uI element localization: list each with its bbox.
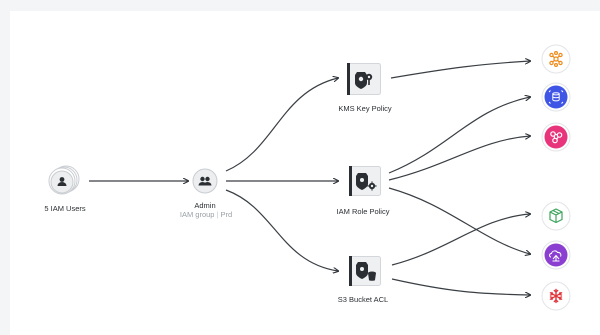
edge-kms-orange <box>390 61 530 79</box>
cloud-lock-icon <box>541 240 571 270</box>
key-policy-icon <box>347 63 381 95</box>
bucket-acl-icon <box>349 256 381 286</box>
hexagon-nodes-icon <box>541 122 571 152</box>
admin-node[interactable] <box>192 168 218 194</box>
iam-role-policy-label: IAM Role Policy <box>336 207 390 216</box>
snowflake-icon <box>541 281 571 311</box>
service-orange[interactable] <box>541 44 571 74</box>
edge-admin-s3 <box>225 189 338 271</box>
iam-users-node[interactable] <box>44 164 80 198</box>
s3-bucket-acl-label: S3 Bucket ACL <box>337 295 389 304</box>
role-policy-icon <box>349 166 381 196</box>
edge-iam-blue <box>388 97 530 174</box>
edge-iam-pink <box>388 136 530 181</box>
users-icon <box>48 165 80 195</box>
service-blue[interactable] <box>541 82 571 112</box>
admin-env-tag: Prd <box>220 210 233 219</box>
db-sync-icon <box>541 82 571 112</box>
service-purple[interactable] <box>541 240 571 270</box>
iam-users-label: 5 IAM Users <box>44 204 86 213</box>
kms-key-policy-node[interactable] <box>347 63 381 95</box>
admin-label: Admin <box>194 201 216 210</box>
cube-icon <box>541 201 571 231</box>
group-icon <box>192 168 218 194</box>
service-pink[interactable] <box>541 122 571 152</box>
service-red[interactable] <box>541 281 571 311</box>
admin-group-type: IAM group <box>179 210 215 219</box>
iam-role-policy-node[interactable] <box>349 166 381 196</box>
admin-sublabel: IAM group|Prd <box>180 210 232 220</box>
edge-admin-kms <box>225 78 338 172</box>
separator: | <box>216 210 219 219</box>
network-hub-icon <box>541 44 571 74</box>
diagram-canvas <box>10 11 600 335</box>
s3-bucket-acl-node[interactable] <box>349 256 381 286</box>
edge-iam-purple <box>388 187 530 254</box>
edge-s3-green <box>391 214 530 266</box>
service-green[interactable] <box>541 201 571 231</box>
kms-key-policy-label: KMS Key Policy <box>338 104 392 113</box>
edge-s3-red <box>391 278 530 295</box>
